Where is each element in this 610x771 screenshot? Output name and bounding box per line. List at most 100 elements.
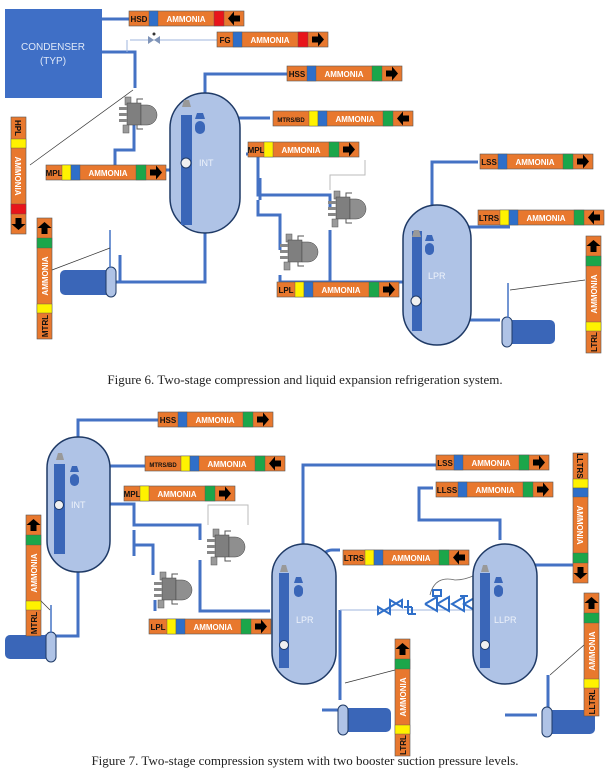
pipe-label-fluid: AMMONIA <box>41 256 50 295</box>
pipe-label-hsd: HSD AMMONIA <box>128 10 245 27</box>
arrow-left-icon <box>453 550 465 565</box>
pipe-label-fluid: AMMONIA <box>399 677 408 716</box>
arrow-right-icon <box>255 619 267 634</box>
arrow-right-icon <box>312 32 324 47</box>
pipe-label-lss: LSS AMMONIA <box>435 454 550 471</box>
receiver-ltrl-fig6 <box>501 283 555 348</box>
vessel-int-label: INT <box>199 158 214 168</box>
arrow-right-icon <box>26 519 41 531</box>
pipe-label-abbr: LTRS <box>479 214 500 223</box>
pipe-label-fluid: AMMONIA <box>281 146 320 155</box>
arrow-right-icon <box>150 165 162 180</box>
vessel-llpr-fig7: LLPR <box>472 543 538 685</box>
arrow-left-icon <box>228 11 240 26</box>
vessel-lpr-fig6: LPR <box>402 204 472 346</box>
leader-lines-fig6 <box>29 89 586 291</box>
fg-valve-icon <box>148 32 160 44</box>
vessel-lpr-label: LPR <box>428 271 446 281</box>
compressor-icon <box>118 96 158 134</box>
pipe-label-fluid: AMMONIA <box>471 459 510 468</box>
pipe-label-abbr: LTRS <box>344 554 365 563</box>
vessel-int-fig6: INT <box>169 92 241 234</box>
pipe-label-fluid: AMMONIA <box>166 15 205 24</box>
pipe-label-abbr: LPL <box>150 623 165 632</box>
pipe-label-fluid: AMMONIA <box>157 490 196 499</box>
pipe-label-fluid: AMMONIA <box>193 623 232 632</box>
pipe-label-abbr: FG <box>219 36 230 45</box>
arrow-left-icon <box>588 210 600 225</box>
arrow-right-icon <box>386 66 398 81</box>
arrow-right-icon <box>533 455 545 470</box>
valve-group <box>377 589 477 616</box>
pipe-label-fluid: AMMONIA <box>13 156 22 195</box>
condenser-label-line1: CONDENSER <box>21 42 85 53</box>
pipe-label-lpl: LPL AMMONIA <box>148 618 272 635</box>
vessel-int-label: INT <box>71 500 86 510</box>
pipe-label-fluid: AMMONIA <box>195 416 234 425</box>
pipe-label-abbr: LLTRL <box>588 690 597 715</box>
figure-7: INT LPR LLPR <box>5 418 595 738</box>
arrow-right-icon <box>395 643 410 655</box>
pipe-label-abbr: LLSS <box>437 486 458 495</box>
pipe-label-fluid: AMMONIA <box>515 158 554 167</box>
pipe-label-fluid: AMMONIA <box>526 214 565 223</box>
pipe-label-abbr: MTRS/BD <box>149 463 177 469</box>
arrow-right-icon <box>257 412 269 427</box>
vessel-lpr-label: LPR <box>296 615 314 625</box>
pipe-label-abbr: MTRL <box>41 315 50 337</box>
arrow-right-icon <box>343 142 355 157</box>
compressor-icon <box>153 571 193 609</box>
pipe-label-ltrl: LTRL AMMONIA <box>394 638 411 757</box>
pipe-label-abbr: MPL <box>124 490 141 499</box>
pipe-label-abbr: HPL <box>13 120 22 136</box>
pipe-label-fluid: AMMONIA <box>475 486 514 495</box>
pipe-label-fg: FG AMMONIA <box>216 31 329 48</box>
receiver-lltrl-fig7 <box>541 706 595 738</box>
pipe-label-fluid: AMMONIA <box>335 115 374 124</box>
pipe-label-abbr: LPL <box>278 286 293 295</box>
pipe-label-abbr: LTRL <box>399 735 408 755</box>
compressor-icon <box>327 190 367 228</box>
pipe-label-mtrl: MTRL AMMONIA <box>36 217 53 340</box>
pipe-label-abbr: LTRL <box>590 332 599 352</box>
pipe-label-abbr: MPL <box>46 169 63 178</box>
condenser-label-line2: (TYP) <box>40 56 66 67</box>
solenoid-valve-icon <box>424 589 450 613</box>
arrow-right-icon <box>37 222 52 234</box>
receiver-mtrl-fig6 <box>60 230 117 298</box>
receiver-mtrl-fig7 <box>5 605 57 663</box>
pipe-label-fluid: AMMONIA <box>88 169 127 178</box>
arrow-right-icon <box>573 567 588 579</box>
check-valve-icon <box>404 600 416 615</box>
pipe-label-mpl: MPL AMMONIA <box>124 485 236 502</box>
figure-6: CONDENSER (TYP) <box>5 9 586 348</box>
vessel-int-fig7: INT <box>46 436 111 573</box>
pipe-label-abbr: LSS <box>437 459 453 468</box>
arrow-right-icon <box>586 240 601 252</box>
pipe-label-fluid: AMMONIA <box>590 274 599 313</box>
pipe-label-abbr: LLTRS <box>575 453 584 479</box>
pipe-label-abbr: HSS <box>160 416 177 425</box>
arrow-right-icon <box>11 218 26 230</box>
pipe-label-fluid: AMMONIA <box>30 553 39 592</box>
pipe-label-ltrs: LTRS AMMONIA <box>342 549 470 566</box>
figure-6-caption: Figure 6. Two-stage compression and liqu… <box>107 372 502 387</box>
pipe-label-mpl_left: MPL AMMONIA <box>46 164 167 181</box>
arrow-right-icon <box>383 282 395 297</box>
receiver-ltrl-fig7 <box>337 704 391 736</box>
pipe-label-abbr: HSD <box>131 15 148 24</box>
arrow-left-icon <box>397 111 409 126</box>
pipe-label-hpl: HPL AMMONIA <box>10 116 27 235</box>
arrow-right-icon <box>584 597 599 609</box>
pipe-label-fluid: AMMONIA <box>324 70 363 79</box>
pipe-label-fluid: AMMONIA <box>250 36 289 45</box>
pipe-label-fluid: AMMONIA <box>391 554 430 563</box>
